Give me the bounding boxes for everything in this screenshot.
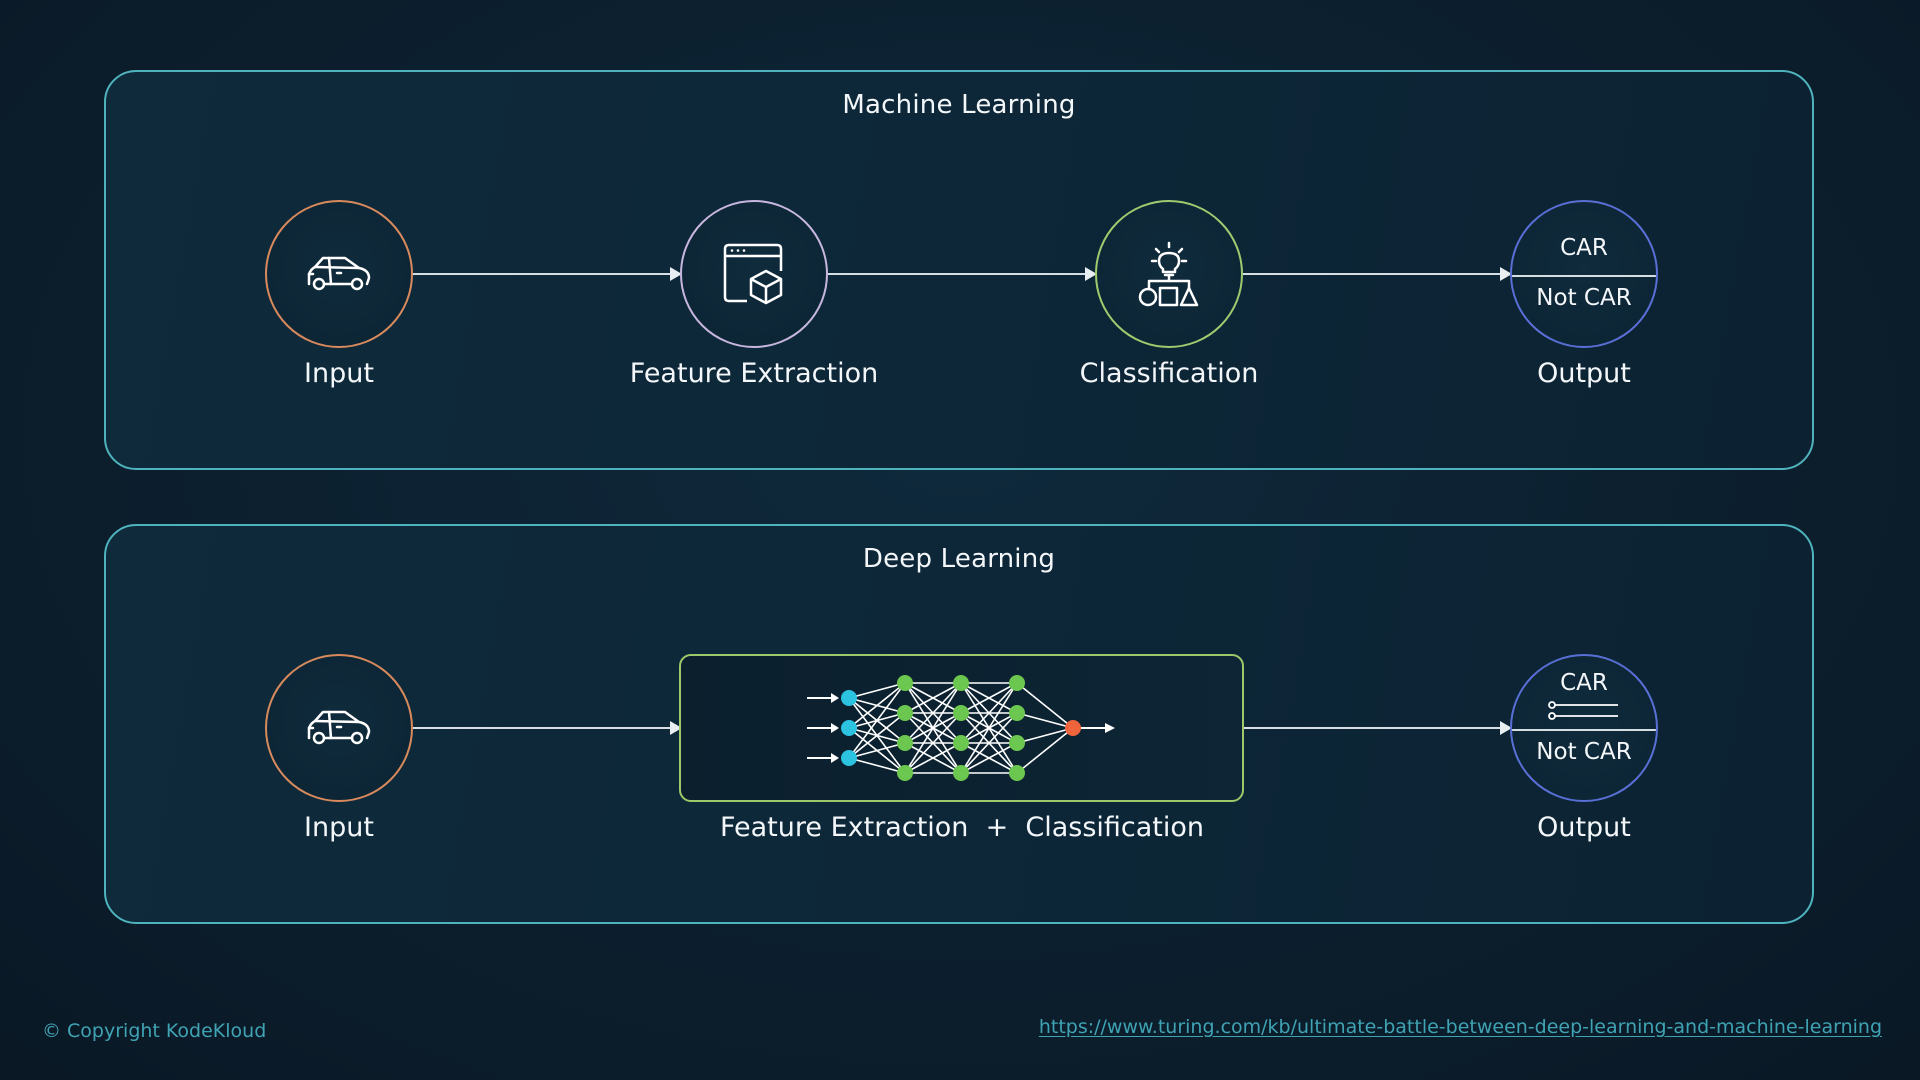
hidden-neuron — [953, 675, 969, 691]
network-edge — [848, 712, 906, 759]
network-edge — [960, 712, 1018, 774]
panel-title: Deep Learning — [862, 544, 1056, 574]
hidden-neuron — [897, 705, 913, 721]
lightbulb-shapes-icon — [1138, 241, 1199, 307]
window-cube-icon — [723, 243, 783, 305]
arrow-network-to-output — [1244, 721, 1512, 735]
input-neuron — [841, 750, 857, 766]
network-edge — [848, 682, 906, 729]
network-edge — [904, 742, 962, 774]
arrow-classification-to-output — [1243, 267, 1512, 281]
deep-learning-panel: Deep Learning Input Feature Extraction +… — [104, 524, 1814, 924]
classification-node — [1095, 200, 1243, 348]
feature-extraction-node — [680, 200, 828, 348]
neural-network-box — [679, 654, 1244, 802]
output-not-car-text: Not CAR — [1536, 739, 1632, 765]
network-edge — [960, 742, 1018, 774]
feature-extraction-classification-label: Feature Extraction + Classification — [719, 812, 1205, 843]
hidden-neuron — [1009, 735, 1025, 751]
copyright-text: © Copyright KodeKloud — [42, 1020, 267, 1042]
output-divider — [1512, 275, 1656, 277]
network-edge — [848, 742, 906, 759]
input-label: Input — [304, 358, 374, 389]
output-label: Output — [1537, 358, 1631, 389]
list-icon — [1548, 701, 1618, 720]
panel-title: Machine Learning — [842, 90, 1076, 120]
network-edge — [904, 682, 962, 714]
network-edge — [960, 682, 1018, 714]
output-label: Output — [1537, 812, 1631, 843]
network-edge — [904, 682, 962, 774]
input-label: Input — [304, 812, 374, 843]
hidden-neuron — [1009, 765, 1025, 781]
hidden-neuron — [897, 675, 913, 691]
network-edge — [1016, 727, 1074, 744]
car-icon — [307, 256, 371, 291]
car-icon — [307, 710, 371, 745]
input-neuron — [841, 690, 857, 706]
network-edge — [1016, 727, 1074, 774]
hidden-neuron — [897, 735, 913, 751]
network-edge — [848, 682, 906, 759]
hidden-neuron — [1009, 675, 1025, 691]
network-edge — [904, 682, 962, 744]
input-node — [265, 200, 413, 348]
output-divider — [1512, 729, 1656, 731]
network-edge — [960, 682, 1018, 744]
hidden-neuron — [897, 765, 913, 781]
output-node: CAR Not CAR — [1510, 200, 1658, 348]
network-edge — [1016, 682, 1074, 729]
hidden-neuron — [1009, 705, 1025, 721]
input-arrowhead — [831, 693, 839, 703]
network-edge — [848, 682, 906, 699]
output-node: CAR Not CAR — [1510, 654, 1658, 802]
network-edge — [904, 712, 962, 774]
neural-network-icon — [807, 675, 1115, 781]
arrow-input-to-feature — [413, 267, 682, 281]
input-node — [265, 654, 413, 802]
source-link[interactable]: https://www.turing.com/kb/ultimate-battl… — [1038, 1016, 1882, 1038]
hidden-neuron — [953, 735, 969, 751]
arrow-feature-to-classification — [828, 267, 1097, 281]
hidden-neuron — [953, 705, 969, 721]
feature-extraction-label: Feature Extraction — [629, 358, 879, 389]
machine-learning-panel: Machine Learning Input Feature Ext — [104, 70, 1814, 470]
input-neuron — [841, 720, 857, 736]
output-not-car-text: Not CAR — [1536, 285, 1632, 311]
network-edge — [848, 757, 906, 774]
output-neuron — [1065, 720, 1081, 736]
output-arrowhead — [1105, 723, 1115, 733]
input-arrowhead — [831, 753, 839, 763]
network-edge — [1016, 712, 1074, 729]
classification-label: Classification — [1079, 358, 1259, 389]
network-edge — [960, 682, 1018, 774]
hidden-neuron — [953, 765, 969, 781]
input-arrowhead — [831, 723, 839, 733]
arrow-input-to-network — [413, 721, 682, 735]
output-car-text: CAR — [1560, 235, 1608, 261]
output-car-text: CAR — [1560, 670, 1608, 696]
